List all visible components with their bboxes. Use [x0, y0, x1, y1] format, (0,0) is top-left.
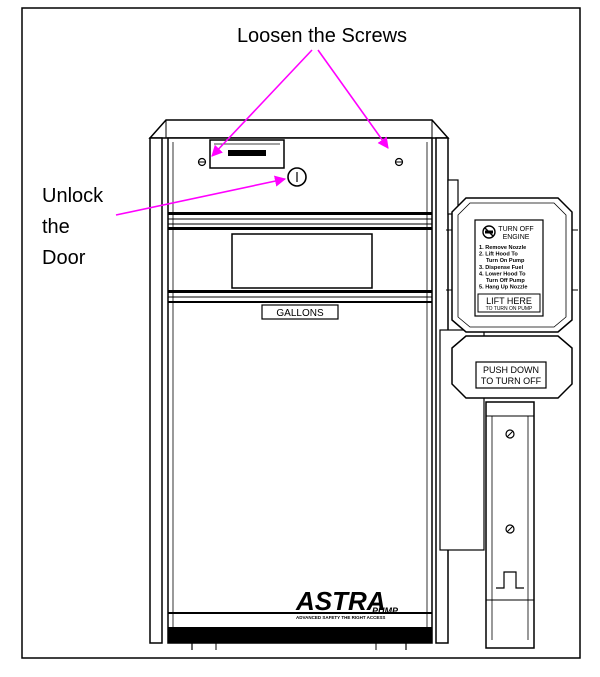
push-down-box	[475, 361, 547, 389]
bolt-icon	[505, 429, 515, 439]
sign-title-line1: TURN OFF	[498, 226, 533, 233]
figure-frame	[21, 7, 581, 659]
loosen-screws-label: Loosen the Screws	[237, 25, 407, 47]
display-window	[231, 233, 373, 289]
sign-step: 2. Lift Hood To	[479, 252, 518, 258]
unlock-label-line3: Door	[42, 247, 86, 269]
sign-step: 3. Dispense Fuel	[479, 265, 524, 271]
sign-step: Turn Off Pump	[486, 278, 525, 284]
pump-body	[148, 119, 450, 650]
astra-logo: ASTRA PUMP ADVANCED SAFETY THE RIGHT ACC…	[295, 586, 399, 620]
unlock-label-line1: Unlock	[42, 185, 104, 207]
lock-icon	[287, 167, 307, 187]
pump-door	[167, 137, 433, 644]
sign-title-line2: ENGINE	[503, 234, 530, 241]
arrow-left-screw	[211, 49, 313, 157]
gallons-label-box	[261, 304, 339, 320]
sign-step: Turn On Pump	[486, 258, 525, 264]
push-down-text: PUSH DOWN	[483, 365, 539, 375]
sign-step: 5. Hang Up Nozzle	[479, 285, 527, 291]
no-smoking-icon	[482, 225, 496, 239]
bolt-icon	[505, 524, 515, 534]
left-rail	[149, 137, 163, 644]
pump-hood	[148, 119, 450, 139]
screw-icon	[197, 157, 207, 167]
lift-here-subtext: TO TURN ON PUMP	[486, 306, 533, 312]
callout-arrows	[115, 49, 389, 216]
arrow-lock	[115, 175, 287, 216]
sign-step: 1. Remove Nozzle	[479, 245, 526, 251]
lift-here-text: LIFT HERE	[486, 296, 532, 306]
nozzle-assembly	[439, 179, 578, 649]
push-down-subtext: TO TURN OFF	[481, 376, 542, 386]
lift-here-box	[477, 293, 541, 313]
brand-tagline: ADVANCED SAFETY THE RIGHT ACCESS	[296, 615, 385, 620]
kick-plate	[168, 627, 432, 643]
screw-icon	[394, 157, 404, 167]
unlock-label-line2: the	[42, 216, 70, 238]
sign-step: 4. Lower Hood To	[479, 271, 526, 277]
brand-main: ASTRA	[295, 586, 386, 616]
gallons-label: GALLONS	[276, 308, 324, 319]
brand-sub: PUMP	[372, 606, 399, 616]
arrow-right-screw	[317, 49, 389, 149]
